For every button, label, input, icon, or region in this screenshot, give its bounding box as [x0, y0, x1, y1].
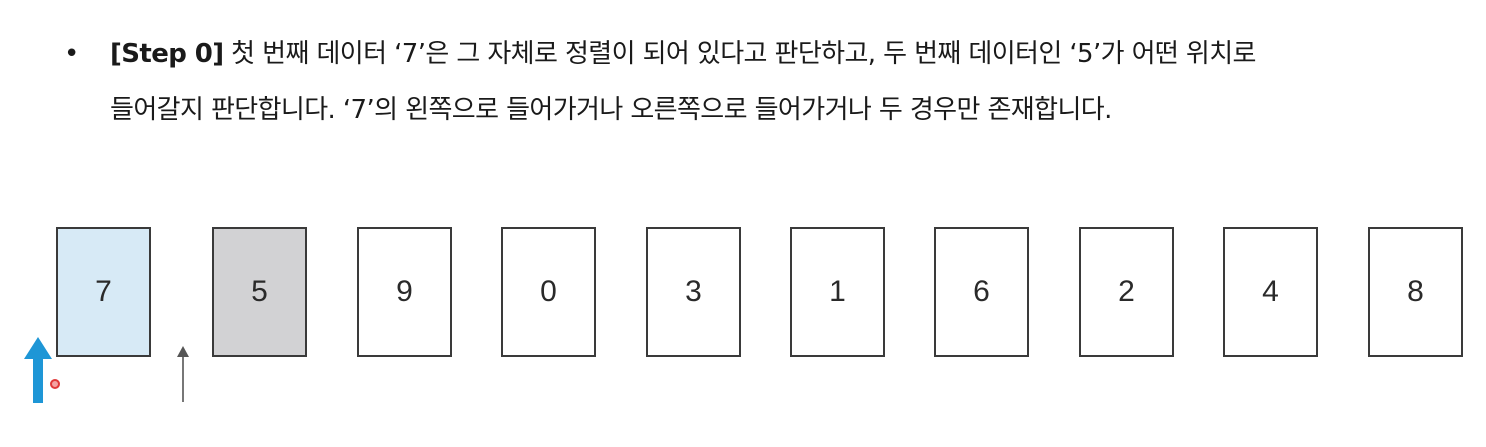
- description-line-2: 들어갈지 판단합니다. ‘7’의 왼쪽으로 들어가거나 오른쪽으로 들어가거나 …: [110, 95, 1112, 125]
- array-card: 3: [646, 227, 741, 357]
- array-card: 8: [1368, 227, 1463, 357]
- card-value: 9: [396, 275, 413, 308]
- array-card: 6: [934, 227, 1029, 357]
- array-card: 7: [56, 227, 151, 357]
- bullet-marker: •: [64, 39, 80, 69]
- card-value: 7: [95, 275, 112, 308]
- array-card: 2: [1079, 227, 1174, 357]
- card-value: 3: [685, 275, 702, 308]
- card-value: 6: [973, 275, 990, 308]
- card-value: 0: [540, 275, 557, 308]
- card-value: 4: [1262, 275, 1279, 308]
- cursor-indicator: [50, 379, 60, 389]
- step-label: [Step 0]: [110, 39, 224, 69]
- description-line-1-text: 첫 번째 데이터 ‘7’은 그 자체로 정렬이 되어 있다고 판단하고, 두 번…: [223, 39, 1256, 69]
- array-card: 0: [501, 227, 596, 357]
- card-value: 8: [1407, 275, 1424, 308]
- array-card: 4: [1223, 227, 1318, 357]
- arrow-up-icon: [24, 337, 52, 403]
- array-card: 1: [790, 227, 885, 357]
- card-value: 1: [829, 275, 846, 308]
- description-line-1: [Step 0] 첫 번째 데이터 ‘7’은 그 자체로 정렬이 되어 있다고 …: [110, 34, 1256, 74]
- card-value: 5: [251, 275, 268, 308]
- array-card: 5: [212, 227, 307, 357]
- arrow-up-icon: [177, 346, 189, 402]
- array-card: 9: [357, 227, 452, 357]
- card-value: 2: [1118, 275, 1135, 308]
